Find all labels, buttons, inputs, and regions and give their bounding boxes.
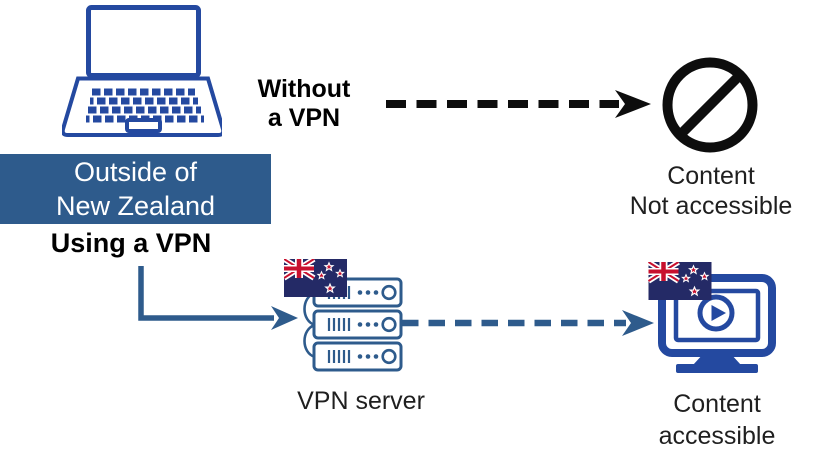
blue-elbow-arrow <box>138 266 298 330</box>
prohibition-icon <box>662 57 758 153</box>
laptop-icon <box>62 5 222 137</box>
nz-flag-icon <box>648 262 712 300</box>
nz-flag-icon <box>284 259 347 297</box>
without-vpn-line1: Without <box>257 75 351 103</box>
location-banner: Outside of New Zealand <box>0 154 271 224</box>
without-vpn-line2: a VPN <box>267 104 341 132</box>
location-line2: New Zealand <box>55 191 216 221</box>
using-vpn-label: Using a VPN <box>50 228 212 258</box>
location-line1: Outside of <box>73 157 198 187</box>
without-vpn-label: Without a VPN <box>233 75 375 133</box>
content-blocked-caption: Content Not accessible <box>607 161 815 221</box>
content-blocked-line1: Content <box>667 162 755 190</box>
black-dashed-arrow <box>386 90 651 118</box>
content-blocked-line2: Not accessible <box>629 192 793 220</box>
blue-dashed-arrow <box>402 310 654 336</box>
vpn-server-caption: VPN server <box>297 387 425 415</box>
content-accessible-line2: accessible <box>658 422 776 450</box>
content-accessible-line1: Content <box>673 390 761 418</box>
content-accessible-caption: Content accessible <box>617 388 815 452</box>
